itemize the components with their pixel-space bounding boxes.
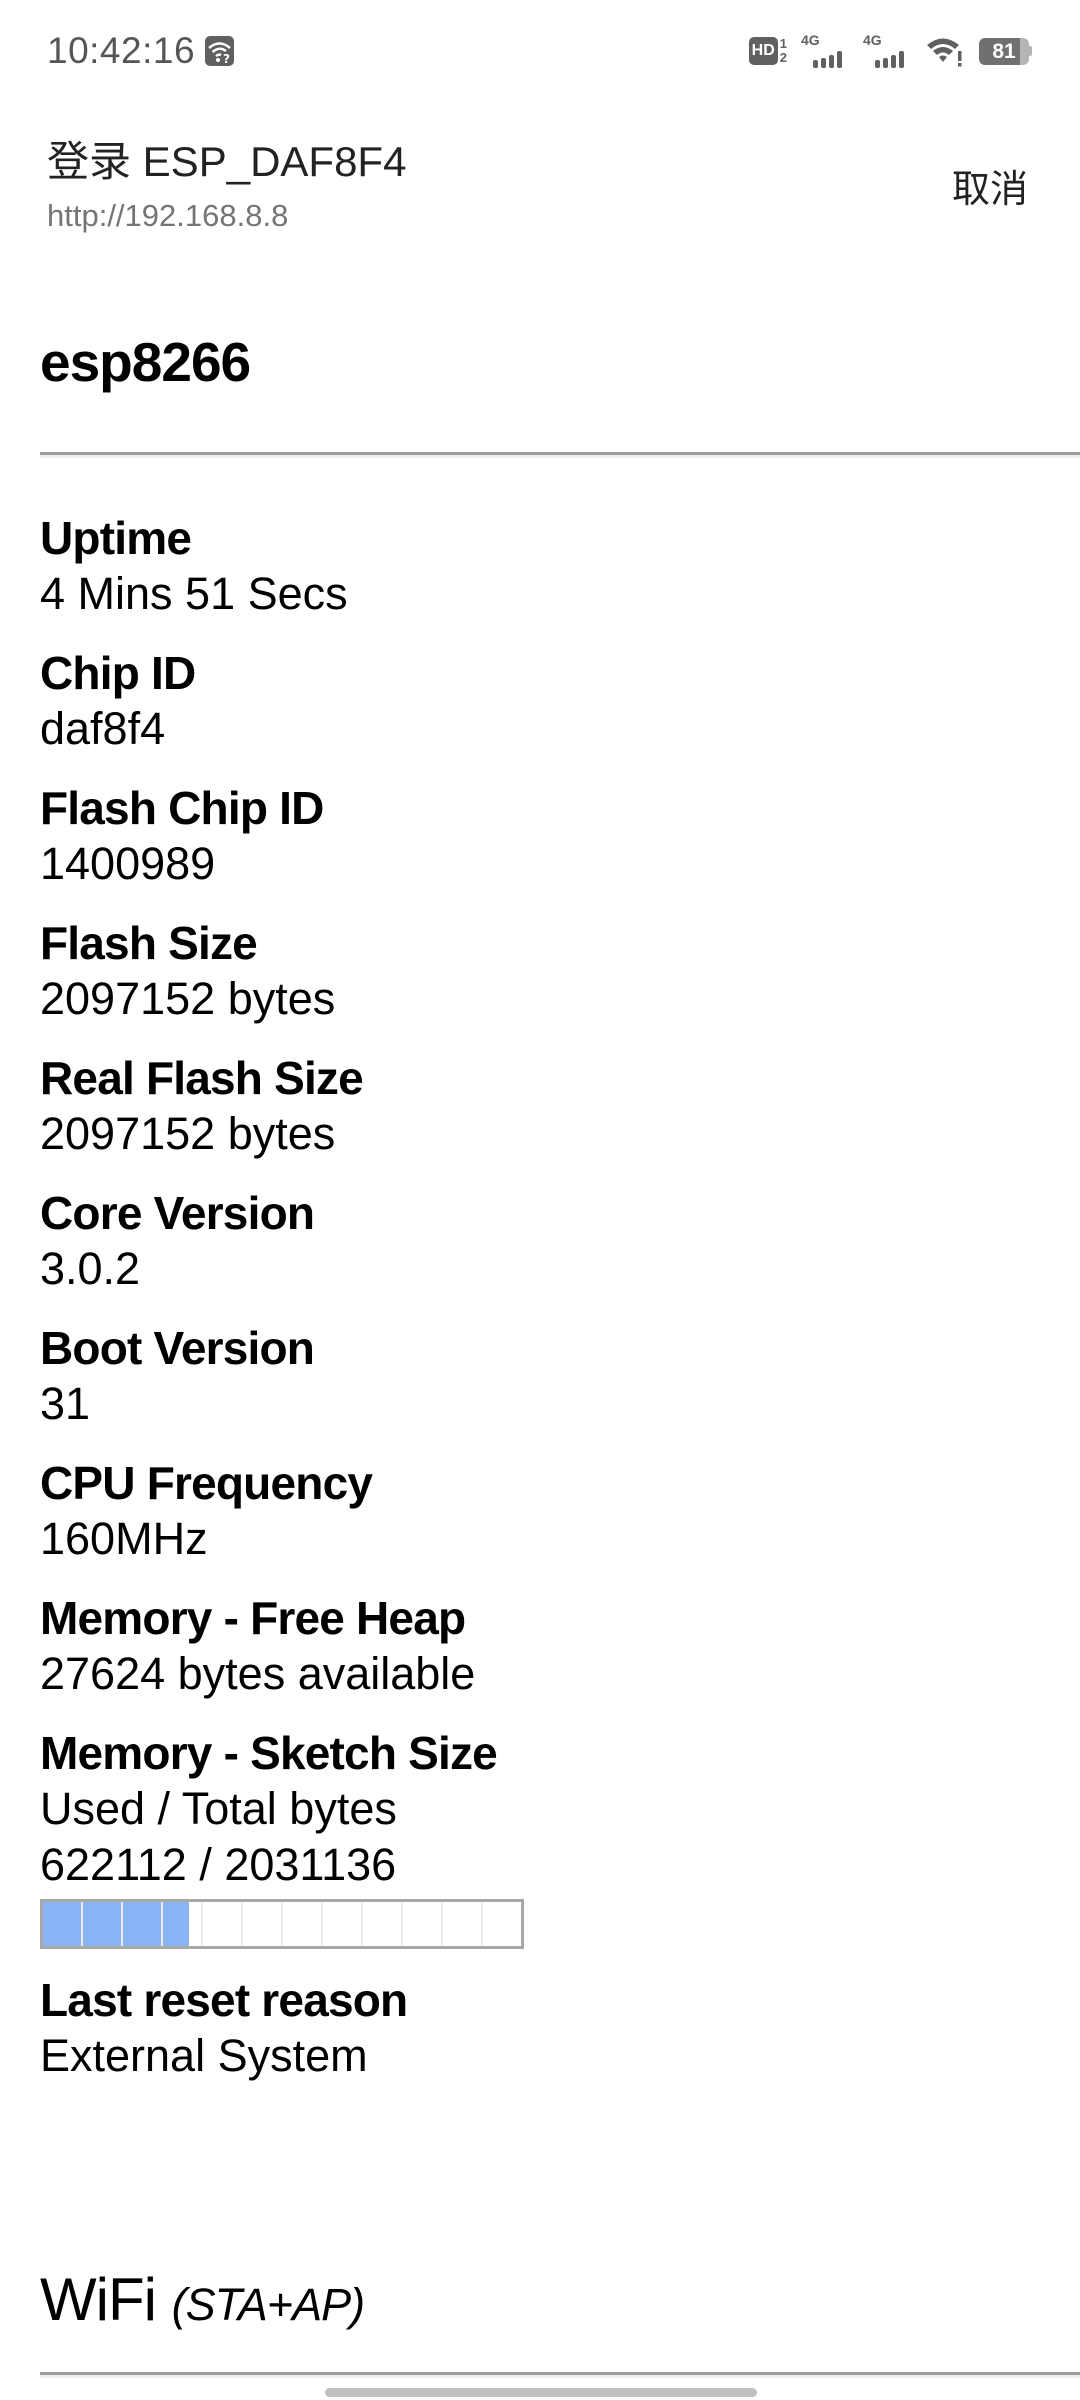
cancel-button[interactable]: 取消 [952,158,1028,213]
info-label: Flash Chip ID [40,782,324,834]
info-label: Flash Size [40,917,258,969]
divider [40,452,1080,458]
info-list: Uptime 4 Mins 51 Secs Chip ID daf8f4 Fla… [40,510,524,2107]
info-value: 160MHz [40,1513,208,1564]
info-label: Chip ID [40,647,196,699]
wifi-mode: (STA+AP) [171,2279,365,2330]
info-item-chip-id: Chip ID daf8f4 [40,645,524,757]
info-label: Core Version [40,1187,315,1239]
info-item-cpu-frequency: CPU Frequency 160MHz [40,1455,524,1567]
svg-text:?: ? [223,52,230,66]
info-value: 4 Mins 51 Secs [40,568,348,619]
info-item-uptime: Uptime 4 Mins 51 Secs [40,510,524,622]
info-item-core-version: Core Version 3.0.2 [40,1185,524,1297]
info-item-sketch-size: Memory - Sketch Size Used / Total bytes … [40,1725,524,1949]
info-label: Memory - Sketch Size [40,1727,498,1779]
info-label: Last reset reason [40,1974,408,2026]
page-title: esp8266 [40,331,251,393]
info-value: 1400989 [40,838,216,889]
info-subtitle: Used / Total bytes [40,1783,397,1834]
info-label: CPU Frequency [40,1457,373,1509]
info-item-flash-size: Flash Size 2097152 bytes [40,915,524,1027]
info-value: 622112 / 2031136 [40,1839,397,1890]
info-item-flash-chip-id: Flash Chip ID 1400989 [40,780,524,892]
info-value: 2097152 bytes [40,973,336,1024]
info-value: 27624 bytes available [40,1648,476,1699]
info-value: daf8f4 [40,703,166,754]
info-label: Boot Version [40,1322,315,1374]
wifi-alert-icon [925,34,965,68]
info-value: 3.0.2 [40,1243,141,1294]
sim2-signal-icon: 4G [863,32,911,68]
progress-fill [43,1902,190,1946]
info-item-free-heap: Memory - Free Heap 27624 bytes available [40,1590,524,1702]
login-dialog-title: 登录 ESP_DAF8F4 [47,138,407,185]
login-url: http://192.168.8.8 [47,198,289,233]
info-value: 31 [40,1378,91,1429]
info-label: Memory - Free Heap [40,1592,466,1644]
wifi-question-icon: ? [205,36,234,66]
info-item-real-flash-size: Real Flash Size 2097152 bytes [40,1050,524,1162]
status-time: 10:42:16 [47,30,196,71]
info-item-boot-version: Boot Version 31 [40,1320,524,1432]
battery-icon: 81 [979,37,1032,65]
info-value: 2097152 bytes [40,1108,336,1159]
divider [40,2372,1080,2378]
info-item-last-reset: Last reset reason External System [40,1972,524,2084]
wifi-section-title: WiFi (STA+AP) [40,2266,365,2333]
sim1-signal-icon: 4G [801,32,849,68]
info-value: External System [40,2030,368,2081]
info-label: Real Flash Size [40,1052,364,1104]
sketch-size-progress-bar [40,1899,524,1949]
info-label: Uptime [40,512,192,564]
gesture-home-bar[interactable] [325,2388,757,2397]
